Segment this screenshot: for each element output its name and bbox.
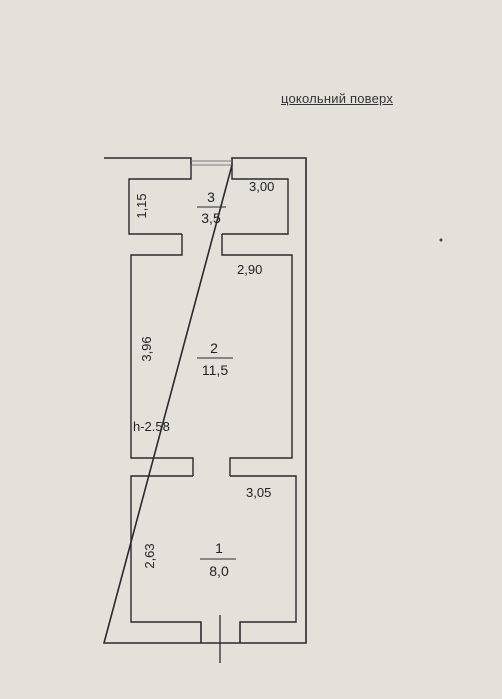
room-1-height: 2,63 — [142, 543, 157, 568]
room-3-outline — [128, 165, 289, 235]
ceiling-height: h-2.58 — [133, 419, 170, 434]
entrance-door — [200, 615, 241, 663]
room-1-area: 8,0 — [209, 563, 229, 579]
outer-wall — [102, 157, 307, 644]
room-3-area: 3,5 — [201, 210, 221, 226]
room-3-height: 1,15 — [134, 193, 149, 218]
floor-title: цокольний поверх — [281, 91, 394, 106]
room-1-number: 1 — [215, 540, 223, 556]
room-2-height: 3,96 — [139, 336, 154, 361]
room-2-area: 11,5 — [202, 362, 228, 378]
room-3-number: 3 — [207, 189, 215, 205]
room-2-outline — [130, 234, 293, 476]
paper-speck — [439, 238, 443, 242]
window-top — [191, 160, 232, 166]
room-2-number: 2 — [210, 340, 218, 356]
room-2-width: 2,90 — [237, 262, 262, 277]
room-1-width: 3,05 — [246, 485, 271, 500]
room-3-width: 3,00 — [249, 179, 274, 194]
